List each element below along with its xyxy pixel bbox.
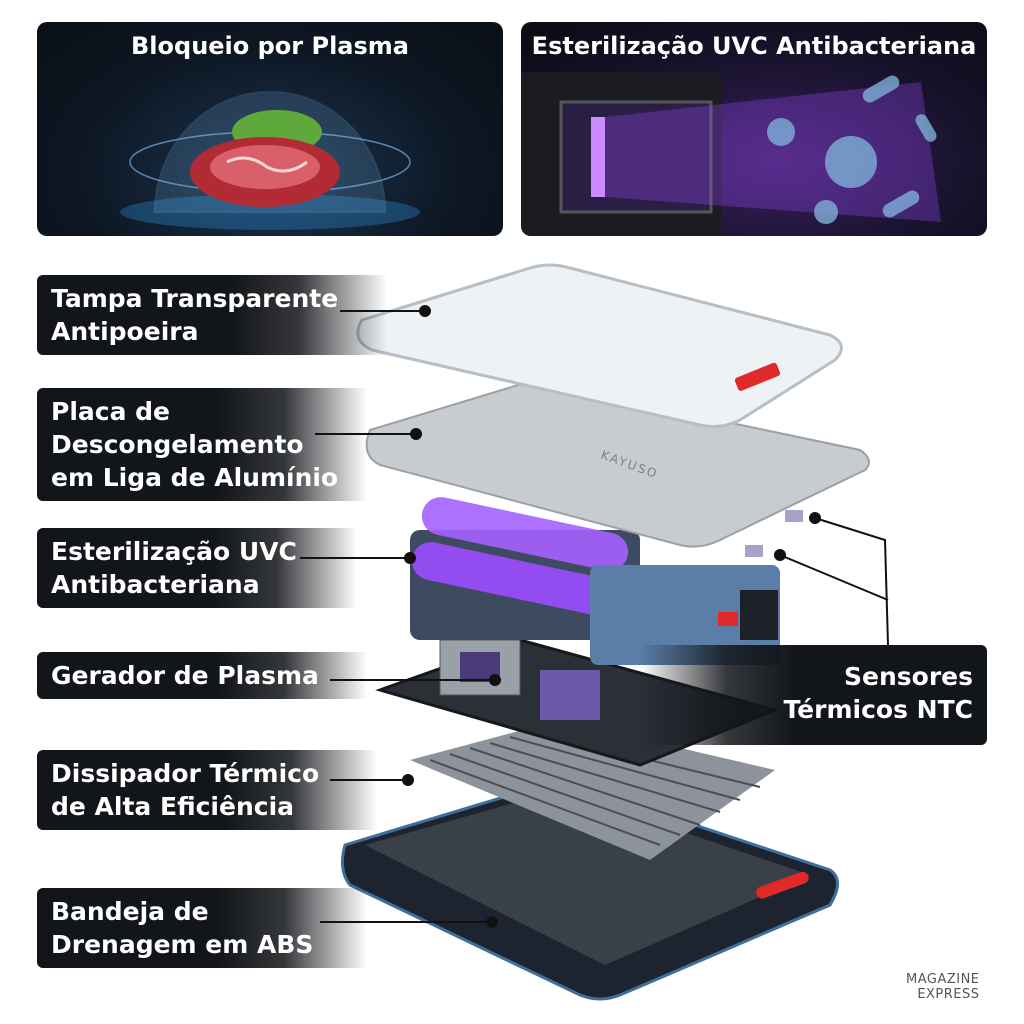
- transparent-lid: [356, 263, 843, 429]
- label-line: Esterilização UVC: [51, 537, 297, 566]
- label-line: de Alta Eficiência: [51, 792, 295, 821]
- label-line: Gerador de Plasma: [51, 661, 319, 690]
- label-line: Sensores: [844, 662, 973, 691]
- label-line: em Liga de Alumínio: [51, 463, 339, 492]
- label-heatsink: Dissipador Térmico de Alta Eficiência: [37, 750, 377, 830]
- label-ntc-sensors: Sensores Térmicos NTC: [640, 645, 987, 745]
- label-plasma-generator: Gerador de Plasma: [37, 652, 367, 699]
- drain-tray: [340, 778, 839, 1001]
- uvc-module: [410, 497, 780, 665]
- panel-title: Bloqueio por Plasma: [131, 32, 409, 60]
- logo-line: MAGAZINE: [906, 972, 980, 987]
- label-line: Drenagem em ABS: [51, 930, 314, 959]
- uvc-panel: Esterilização UVC Antibacteriana: [521, 22, 987, 236]
- label-defrost-plate: Placa de Descongelamento em Liga de Alum…: [37, 388, 367, 501]
- label-line: Placa de: [51, 397, 171, 426]
- label-line: Dissipador Térmico: [51, 759, 320, 788]
- label-transparent-lid: Tampa Transparente Antipoeira: [37, 275, 387, 355]
- label-line: Térmicos NTC: [783, 695, 973, 724]
- label-line: Bandeja de: [51, 897, 209, 926]
- plasma-lock-panel: Bloqueio por Plasma: [37, 22, 503, 236]
- uvc-bacteria-illustration: [521, 72, 941, 236]
- label-uvc: Esterilização UVC Antibacteriana: [37, 528, 357, 608]
- ntc-sensor: [745, 545, 763, 557]
- panel-title: Esterilização UVC Antibacteriana: [531, 32, 977, 60]
- logo-line: EXPRESS: [917, 987, 980, 1002]
- label-line: Antipoeira: [51, 317, 199, 346]
- label-line: Descongelamento: [51, 430, 304, 459]
- ntc-sensor: [785, 510, 803, 522]
- meat-dome-illustration: [120, 91, 420, 230]
- label-line: Antibacteriana: [51, 570, 260, 599]
- watermark-logo: MAGAZINE EXPRESS: [906, 972, 980, 1002]
- label-line: Tampa Transparente: [51, 284, 339, 313]
- label-drain-tray: Bandeja de Drenagem em ABS: [37, 888, 367, 968]
